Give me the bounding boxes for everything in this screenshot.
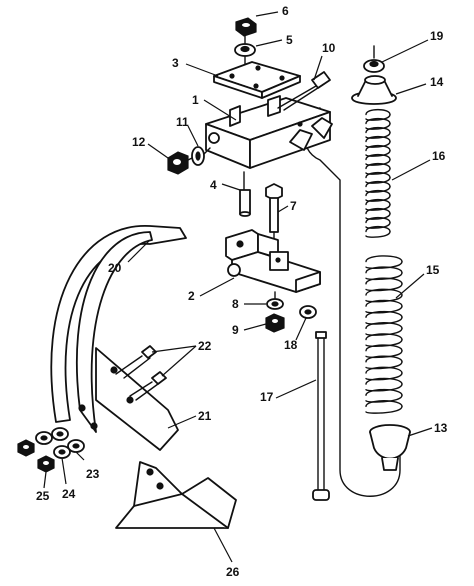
callout-5: 5 xyxy=(286,33,293,47)
callout-22: 22 xyxy=(198,339,212,353)
callout-21: 21 xyxy=(198,409,212,423)
callout-1: 1 xyxy=(192,93,199,107)
washer-23a xyxy=(51,427,69,441)
vertical-bolt-4 xyxy=(239,171,251,217)
side-washer xyxy=(191,146,205,166)
angled-bolt xyxy=(277,71,331,111)
spring-top-nut xyxy=(363,59,385,73)
callout-9: 9 xyxy=(232,323,239,337)
nut-25a xyxy=(17,439,35,457)
callout-20: 20 xyxy=(108,261,122,275)
callout-18: 18 xyxy=(284,338,298,352)
nut-25b xyxy=(37,455,55,473)
spring-cup xyxy=(369,424,411,471)
washer-23b xyxy=(67,439,85,453)
sweep-shovel xyxy=(115,461,237,529)
nut-8 xyxy=(266,298,284,310)
callout-17: 17 xyxy=(260,390,274,404)
callout-19: 19 xyxy=(430,29,444,43)
callout-12: 12 xyxy=(132,135,146,149)
spring-cap xyxy=(351,75,397,105)
vertical-bolt-7 xyxy=(265,183,283,247)
nut-9 xyxy=(265,313,285,333)
main-bracket xyxy=(205,95,333,169)
spring-point xyxy=(78,347,179,451)
callout-8: 8 xyxy=(232,297,239,311)
callout-23: 23 xyxy=(86,467,100,481)
long-rod xyxy=(312,331,330,501)
washer-24a xyxy=(35,431,53,445)
callout-7: 7 xyxy=(290,199,297,213)
washer-24b xyxy=(53,445,71,459)
upper-spring xyxy=(365,108,391,238)
callout-24: 24 xyxy=(62,487,76,501)
top-nut xyxy=(235,17,257,37)
side-nut xyxy=(167,151,189,175)
callout-3: 3 xyxy=(172,56,179,70)
callout-2: 2 xyxy=(188,289,195,303)
callout-4: 4 xyxy=(210,178,217,192)
callout-25: 25 xyxy=(36,489,50,503)
callout-10: 10 xyxy=(322,41,336,55)
leader-lines xyxy=(43,11,433,563)
callout-26: 26 xyxy=(226,565,240,579)
callout-6: 6 xyxy=(282,4,289,18)
curved-shank xyxy=(50,225,187,433)
top-washer xyxy=(234,43,256,57)
nut-18 xyxy=(299,305,317,319)
callout-16: 16 xyxy=(432,149,446,163)
mount-plate xyxy=(213,61,301,99)
lower-spring xyxy=(365,255,403,414)
callout-13: 13 xyxy=(434,421,448,435)
callout-11: 11 xyxy=(176,115,189,129)
callout-14: 14 xyxy=(430,75,444,89)
callout-15: 15 xyxy=(426,263,440,277)
shank-holder xyxy=(225,229,321,293)
